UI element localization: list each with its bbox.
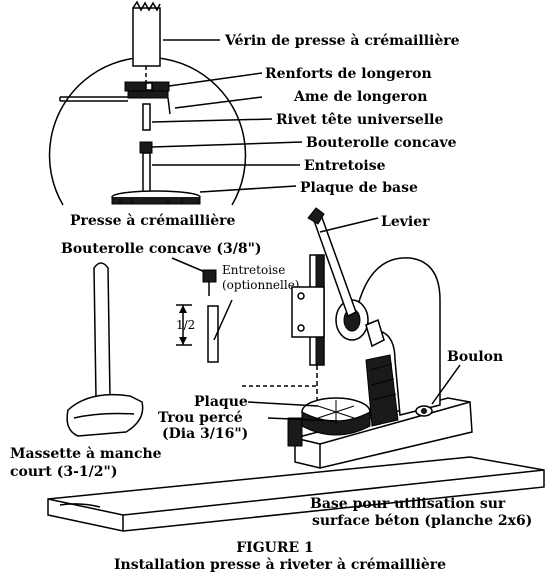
label-trou-1: Trou percé <box>158 410 243 426</box>
dimension-half-inch <box>176 304 192 346</box>
label-boulon: Boulon <box>447 349 503 365</box>
loose-tooling: Bouterolle concave (3/8") Entretoise (op… <box>61 241 300 363</box>
lever <box>307 207 379 318</box>
label-rivet: Rivet tête universelle <box>276 112 443 128</box>
label-ame: Ame de longeron <box>293 89 427 105</box>
label-base-2: surface béton (planche 2x6) <box>312 513 532 529</box>
label-renforts: Renforts de longeron <box>265 66 432 82</box>
label-massette-2: court (3-1/2") <box>10 464 117 480</box>
pinion-hub <box>335 299 385 348</box>
rivet-shank <box>142 103 151 131</box>
short-mallet: Massette à manche court (3-1/2") <box>10 262 162 480</box>
figure-caption: FIGURE 1 Installation presse à riveter à… <box>114 540 446 573</box>
press-body <box>357 257 441 427</box>
inset-leaders <box>151 39 303 193</box>
label-entretoise-opt-2: (optionnelle) <box>222 278 300 292</box>
label-bouterolle-38: Bouterolle concave (3/8") <box>61 241 262 257</box>
detail-inset: Vérin de presse à crémaillière Renforts … <box>48 0 460 229</box>
rack-press-ram <box>132 0 161 82</box>
label-entretoise-opt-1: Entretoise <box>222 263 285 277</box>
label-dim-half: 1/2 <box>176 318 195 332</box>
concave-set <box>139 141 153 154</box>
label-bouterolle: Bouterolle concave <box>306 135 457 151</box>
label-plaque: Plaque <box>194 394 248 410</box>
label-presse: Presse à crémaillière <box>70 213 236 229</box>
rack-press: Levier Boulon Plaque Trou percé (Dia 3/1… <box>47 207 545 532</box>
label-entretoise: Entretoise <box>304 158 386 174</box>
caption-title: Installation presse à riveter à crémaill… <box>114 557 446 573</box>
bolt <box>415 364 461 417</box>
spar-web <box>59 90 171 115</box>
label-plaque-base: Plaque de base <box>300 180 418 196</box>
label-levier: Levier <box>381 214 430 230</box>
label-trou-2: (Dia 3/16") <box>162 426 248 442</box>
spacer <box>142 152 151 194</box>
base-plate <box>111 190 201 205</box>
label-massette-1: Massette à manche <box>10 446 162 462</box>
plate <box>287 397 371 447</box>
small-concave-set <box>202 269 217 283</box>
rack-column <box>291 254 325 402</box>
label-base-1: Base pour utilisation sur <box>310 496 506 512</box>
base-board <box>47 456 545 532</box>
optional-spacer <box>207 305 219 363</box>
spar-reinforcements <box>124 81 170 92</box>
label-verin: Vérin de presse à crémaillière <box>224 33 460 49</box>
caption-figure: FIGURE 1 <box>236 540 314 556</box>
